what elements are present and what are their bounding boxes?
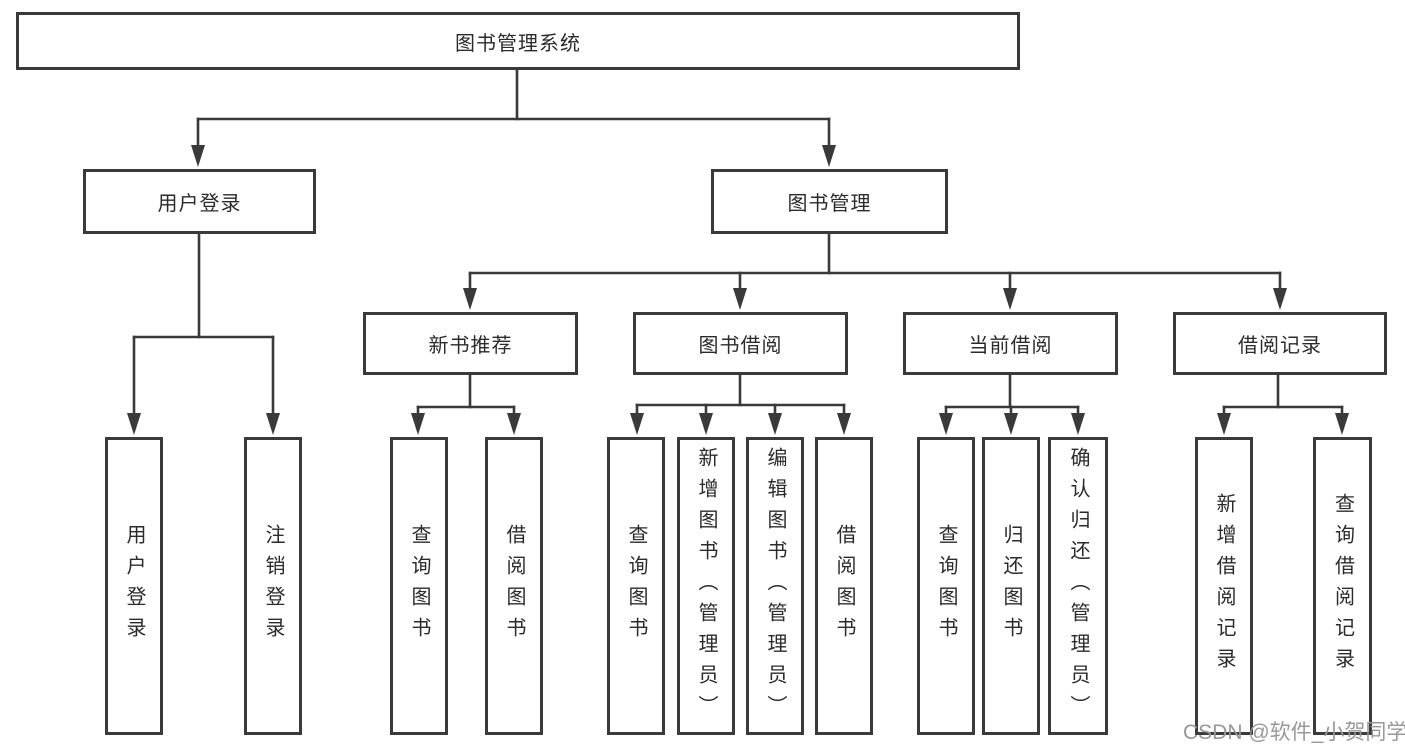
connector-borrow-records-to-leaves bbox=[1217, 373, 1349, 435]
leaf-return-books: 归还图书 bbox=[982, 437, 1040, 735]
leaf-add-books-admin: 新增图书（管理员） bbox=[677, 437, 735, 735]
leaf-borrow-books: 借阅图书 bbox=[815, 437, 873, 735]
connector-book-borrow-to-leaves bbox=[630, 373, 851, 435]
leaf-label: 归还图书 bbox=[1000, 524, 1022, 648]
node-book-management: 图书管理 bbox=[711, 169, 948, 234]
node-label: 图书借阅 bbox=[698, 335, 783, 357]
node-label: 当前借阅 bbox=[968, 335, 1053, 357]
node-current-borrowing: 当前借阅 bbox=[903, 312, 1118, 375]
leaf-label: 新增借阅记录 bbox=[1213, 493, 1235, 679]
leaf-query-borrow-record: 查询借阅记录 bbox=[1313, 437, 1372, 735]
connector-book-mgmt-to-level3 bbox=[463, 232, 1287, 310]
connector-root-to-level2 bbox=[191, 68, 836, 167]
leaf-confirm-return-admin: 确认归还（管理员） bbox=[1048, 437, 1108, 735]
leaf-add-borrow-record: 新增借阅记录 bbox=[1195, 437, 1253, 735]
leaf-label: 借阅图书 bbox=[833, 524, 855, 648]
connector-user-login-to-leaves bbox=[127, 232, 280, 435]
node-label: 借阅记录 bbox=[1238, 335, 1322, 357]
csdn-watermark: CSDN @软件_小贺同学 bbox=[1183, 721, 1405, 744]
leaf-label: 查询图书 bbox=[408, 524, 430, 648]
leaf-label: 借阅图书 bbox=[503, 524, 525, 648]
leaf-borrow-books: 借阅图书 bbox=[485, 437, 543, 735]
leaf-logout: 注销登录 bbox=[244, 437, 302, 735]
leaf-label: 查询借阅记录 bbox=[1331, 493, 1354, 679]
leaf-query-books: 查询图书 bbox=[607, 437, 665, 735]
leaf-label: 查询图书 bbox=[625, 524, 647, 648]
connector-current-borrow-to-leaves bbox=[939, 373, 1085, 435]
node-label: 图书管理 bbox=[787, 193, 872, 215]
leaf-label: 新增图书（管理员） bbox=[695, 446, 717, 726]
leaf-user-login: 用户登录 bbox=[105, 437, 163, 735]
node-user-login: 用户登录 bbox=[83, 169, 316, 234]
node-new-book-recommend: 新书推荐 bbox=[363, 312, 578, 375]
connector-new-books-to-leaves bbox=[411, 373, 521, 435]
node-label: 图书管理系统 bbox=[455, 32, 581, 55]
leaf-label: 查询图书 bbox=[935, 524, 957, 648]
leaf-label: 注销登录 bbox=[262, 524, 284, 648]
leaf-edit-books-admin: 编辑图书（管理员） bbox=[746, 437, 804, 735]
leaf-label: 编辑图书（管理员） bbox=[764, 446, 786, 726]
leaf-label: 用户登录 bbox=[123, 524, 145, 648]
node-book-borrowing: 图书借阅 bbox=[633, 312, 848, 375]
leaf-query-books: 查询图书 bbox=[390, 437, 448, 735]
node-label: 用户登录 bbox=[157, 193, 242, 215]
leaf-query-books: 查询图书 bbox=[917, 437, 975, 735]
leaf-label: 确认归还（管理员） bbox=[1067, 446, 1089, 726]
node-label: 新书推荐 bbox=[428, 335, 513, 357]
node-library-management-system: 图书管理系统 bbox=[16, 12, 1020, 70]
node-borrow-records: 借阅记录 bbox=[1173, 312, 1387, 375]
